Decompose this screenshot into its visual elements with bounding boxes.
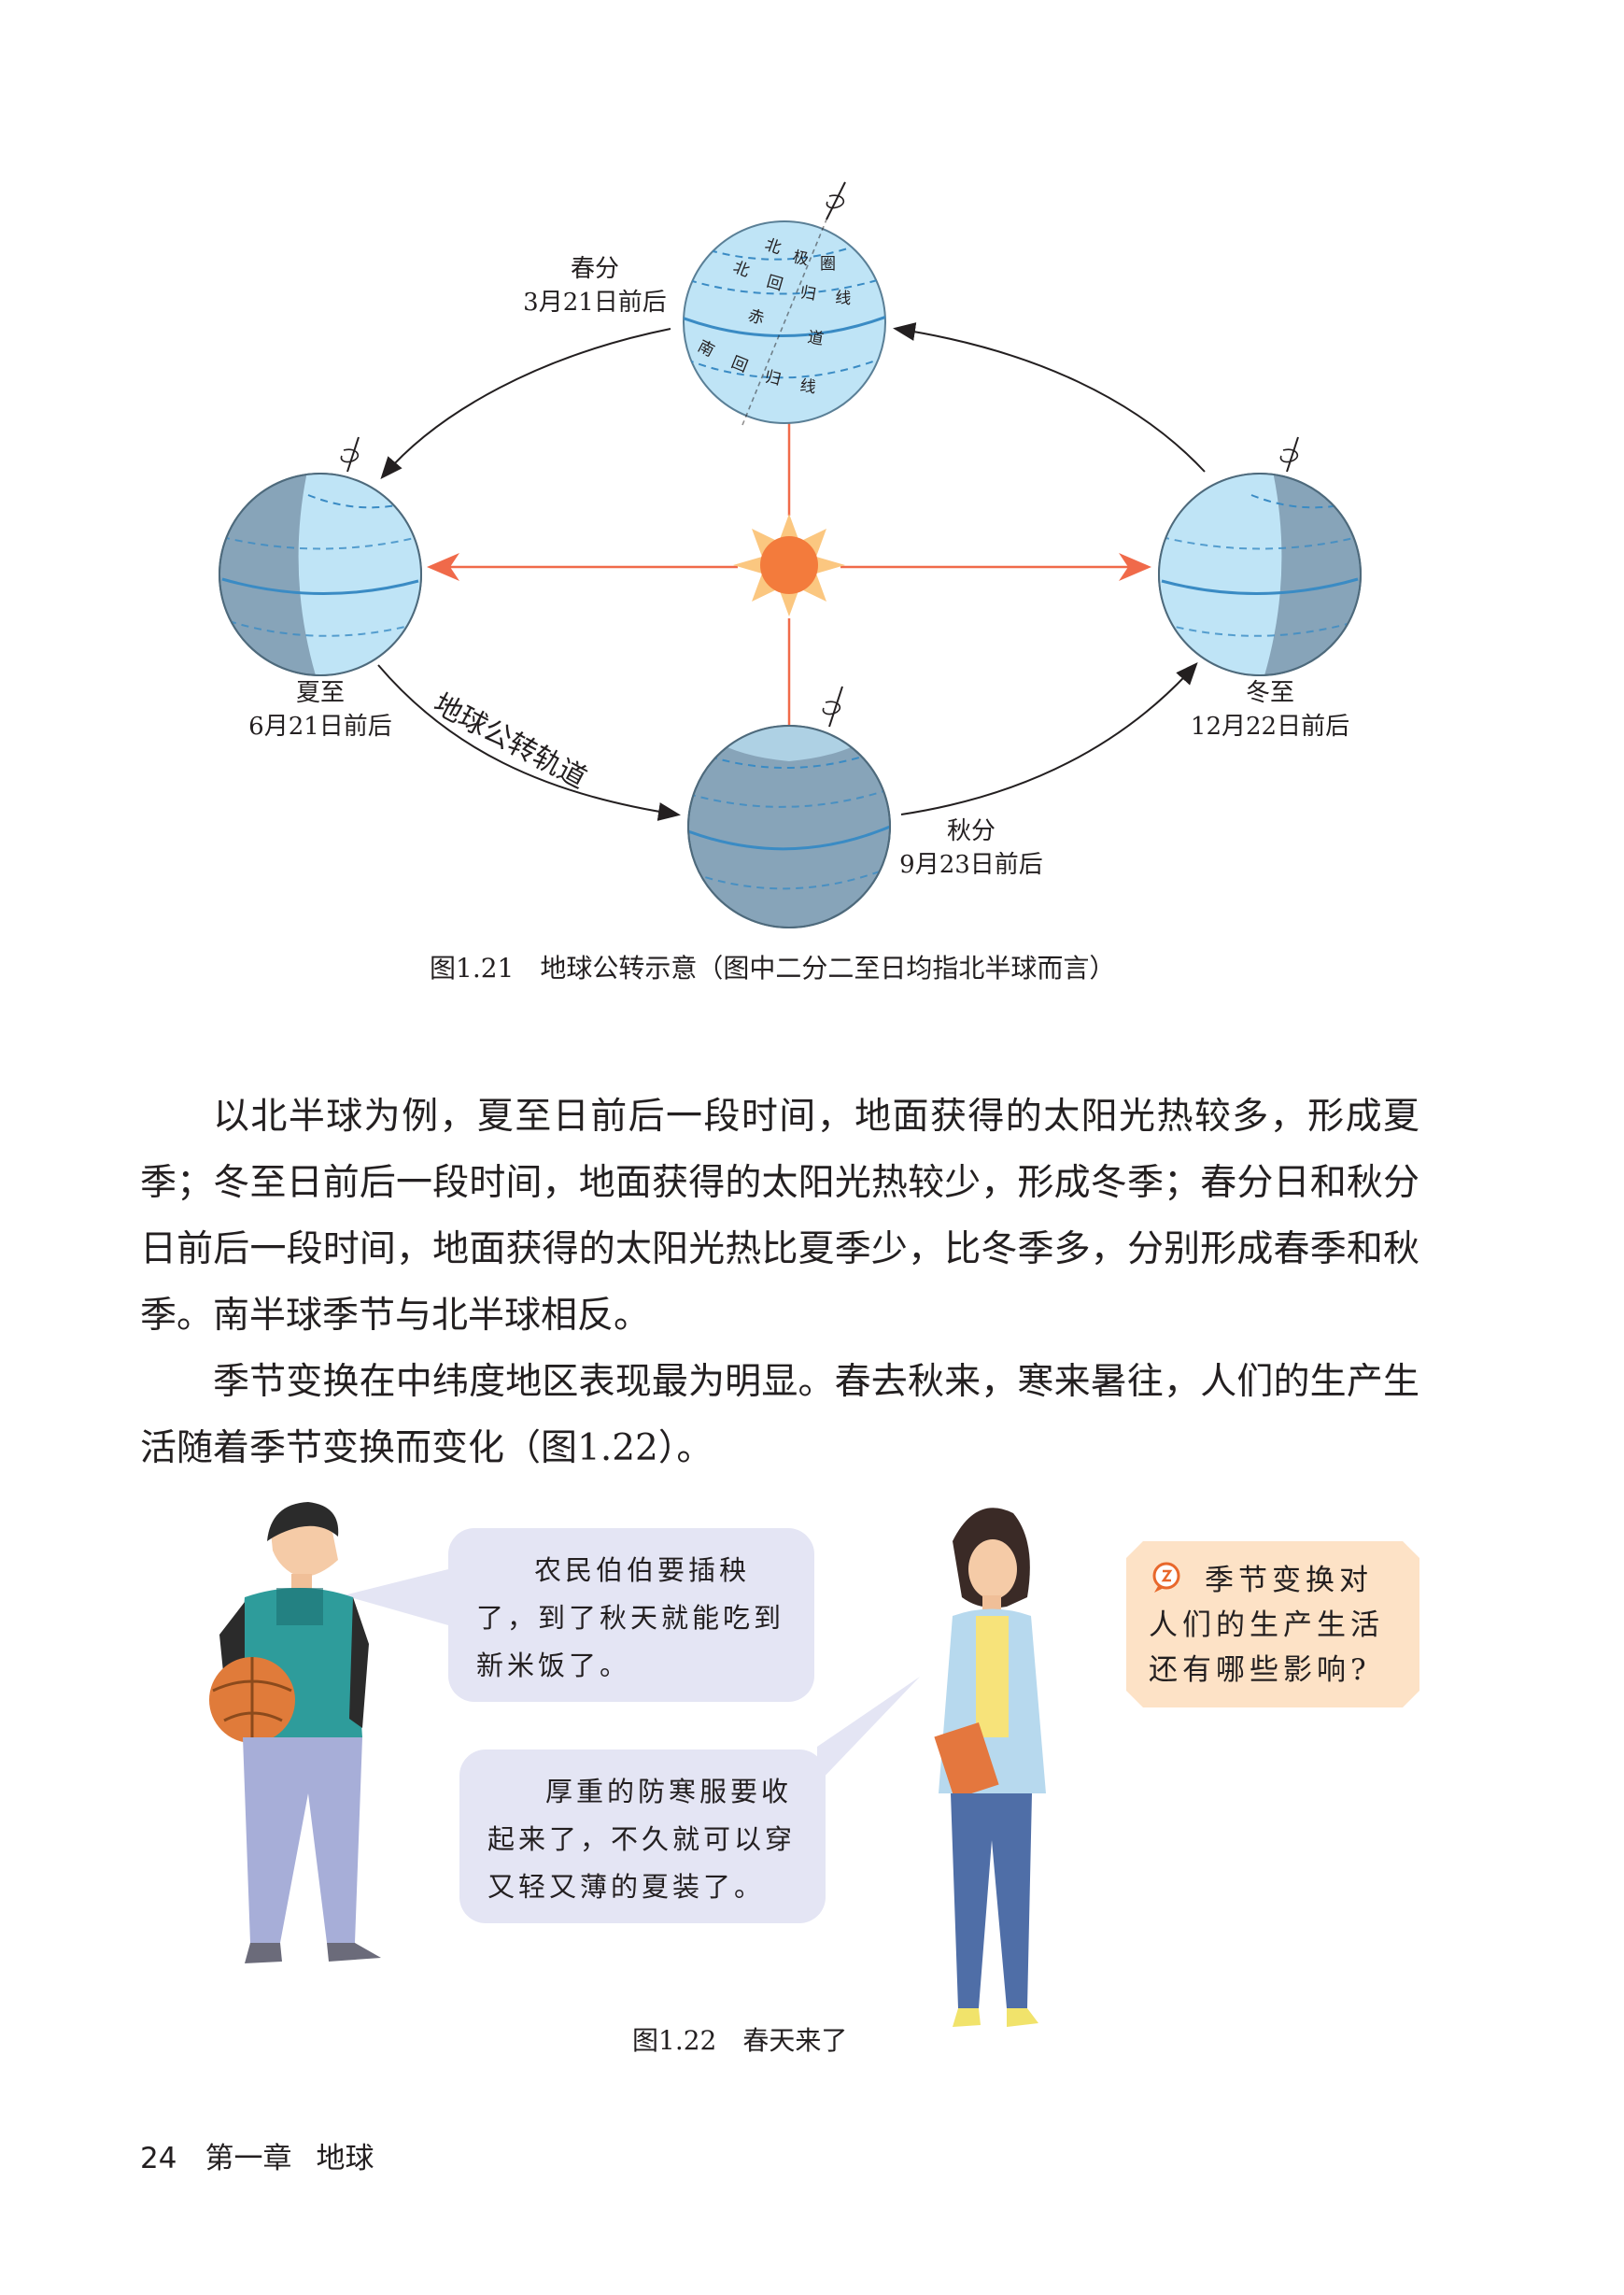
sun-icon — [733, 514, 845, 616]
season-winter-date: 12月22日前后 — [1190, 713, 1350, 741]
bubble1-tail — [344, 1569, 448, 1625]
page-number: 24 — [140, 2142, 177, 2175]
body-text: 以北半球为例，夏至日前后一段时间，地面获得的太阳光热较多，形成夏季；冬至日前后一… — [140, 1084, 1419, 1481]
season-autumn-label: 秋分 9月23日前后 — [892, 815, 1051, 882]
figure2-caption: 图1.22 春天来了 — [632, 2025, 848, 2056]
season-autumn-name: 秋分 — [946, 817, 996, 845]
globe-winter — [1158, 436, 1362, 676]
bubble2-tail — [817, 1677, 920, 1784]
spring-illustration — [209, 1502, 1046, 2027]
paragraph-1: 以北半球为例，夏至日前后一段时间，地面获得的太阳光热较多，形成夏季；冬至日前后一… — [140, 1096, 1419, 1337]
season-spring-name: 春分 — [570, 255, 619, 283]
bubble1-text: 农民伯伯要插秧了，到了秋天就能吃到新米饭了。 — [476, 1554, 785, 1681]
label-cancer-2: 回 — [765, 273, 785, 295]
bubble2-text: 厚重的防寒服要收起来了，不久就可以穿又轻又薄的夏装了。 — [487, 1776, 797, 1903]
label-equator-2: 道 — [806, 328, 825, 349]
orbit-arc-summer-autumn — [377, 664, 681, 821]
orbit-arc-winter-spring — [893, 322, 1206, 473]
season-summer-date: 6月21日前后 — [248, 713, 392, 741]
boy-figure — [209, 1502, 381, 1963]
orbit-arc-spring-summer — [380, 328, 671, 480]
speech-bubble-1: 农民伯伯要插秧了，到了秋天就能吃到新米饭了。 — [448, 1528, 814, 1702]
label-arctic-1: 北 — [762, 235, 784, 259]
season-autumn-date: 9月23日前后 — [899, 851, 1043, 879]
label-capricorn-3: 归 — [763, 367, 783, 390]
globe-summer — [219, 436, 422, 676]
globe-autumn — [687, 686, 891, 928]
orbit-diagram: 北 极 圈 北 回 归 线 赤 道 南 回 归 线 — [219, 181, 1362, 928]
question-text: 季节变换对人们的生产生活还有哪些影响? — [1149, 1564, 1384, 1687]
globe-spring — [683, 181, 886, 426]
label-capricorn-2: 回 — [728, 353, 750, 376]
season-winter-label: 冬至 12月22日前后 — [1186, 676, 1354, 744]
orbit-label: 地球公转轨道 — [428, 687, 591, 795]
figure1-caption: 图1.21 地球公转示意（图中二分二至日均指北半球而言） — [430, 953, 1116, 984]
label-equator-1: 赤 — [745, 306, 766, 329]
label-arctic-3: 圈 — [820, 255, 836, 274]
orbit-arc-autumn-winter — [900, 662, 1198, 815]
label-cancer-1: 北 — [730, 258, 752, 281]
thinking-icon — [1152, 1562, 1180, 1593]
chapter-title: 地球 — [316, 2142, 374, 2175]
speech-bubble-2: 厚重的防寒服要收起来了，不久就可以穿又轻又薄的夏装了。 — [459, 1750, 826, 1923]
season-summer-label: 夏至 6月21日前后 — [241, 676, 400, 744]
paragraph-2: 季节变换在中纬度地区表现最为明显。春去秋来，寒来暑往，人们的生产生活随着季节变换… — [140, 1361, 1419, 1469]
season-summer-name: 夏至 — [295, 679, 345, 707]
chapter-number: 第一章 — [205, 2142, 292, 2175]
label-capricorn-4: 线 — [798, 376, 817, 397]
label-cancer-4: 线 — [835, 289, 852, 308]
question-box: 季节变换对人们的生产生活还有哪些影响? — [1126, 1541, 1419, 1707]
season-spring-label: 春分 3月21日前后 — [515, 252, 674, 319]
girl-figure — [934, 1508, 1046, 2027]
season-spring-date: 3月21日前后 — [523, 289, 667, 317]
label-cancer-3: 归 — [798, 283, 817, 305]
label-arctic-2: 极 — [791, 248, 811, 269]
season-winter-name: 冬至 — [1245, 679, 1294, 707]
page-footer: 24 第一章地球 — [140, 2134, 374, 2176]
